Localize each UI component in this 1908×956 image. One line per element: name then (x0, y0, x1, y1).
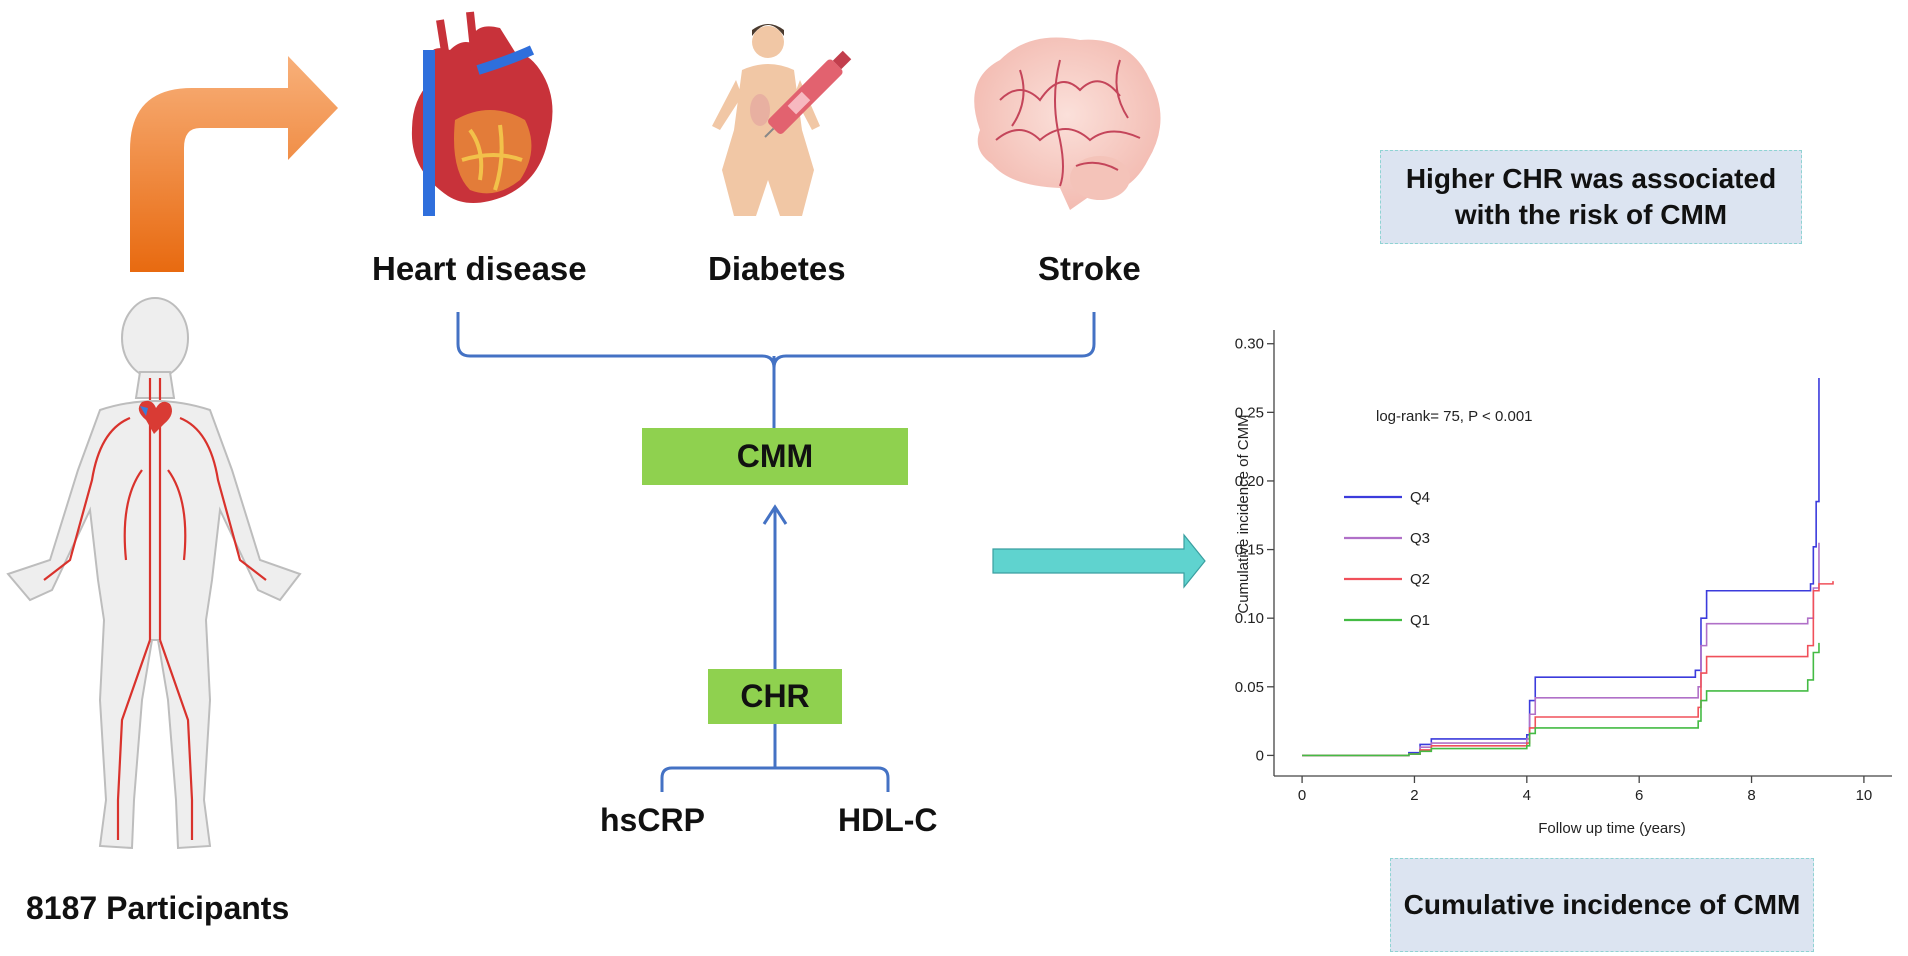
participants-label: 8187 Participants (26, 890, 290, 926)
series-line-q1 (1302, 642, 1820, 757)
legend-label-q1: Q1 (1410, 612, 1430, 629)
x-tick-label: 2 (1410, 787, 1418, 804)
diabetes-label: Diabetes (708, 250, 846, 287)
hdlc-label: HDL-C (838, 802, 938, 838)
cmm-box: CMM (642, 428, 908, 485)
chart-series (1302, 378, 1834, 757)
chr-box: CHR (708, 669, 842, 724)
x-tick-label: 0 (1298, 787, 1306, 804)
y-tick-label: 0.10 (1235, 610, 1264, 627)
y-tick-label: 0.20 (1235, 473, 1264, 490)
x-tick-label: 8 (1747, 787, 1755, 804)
disease-bracket (456, 312, 1096, 428)
y-tick-label: 0.25 (1235, 404, 1264, 421)
finding-line-2: with the risk of CMM (1454, 199, 1728, 230)
series-line-q3 (1302, 542, 1820, 757)
x-tick-label: 6 (1635, 787, 1643, 804)
teal-right-arrow-icon (992, 533, 1206, 589)
legend-label-q2: Q2 (1410, 571, 1430, 588)
y-tick-label: 0.05 (1235, 679, 1264, 696)
finding-line-1: Higher CHR was associated (1405, 163, 1777, 194)
insulin-pen-icon (764, 50, 852, 138)
legend-label-q4: Q4 (1410, 489, 1430, 506)
legend-label-q3: Q3 (1410, 530, 1430, 547)
biomarker-bracket (660, 724, 890, 792)
stroke-label: Stroke (1038, 250, 1141, 287)
chart-y-axis-label: Cumulative incidence of CMM (1235, 414, 1252, 613)
hscrp-label: hsCRP (600, 802, 705, 838)
human-circulatory-icon (6, 297, 302, 850)
x-tick-label: 4 (1523, 787, 1531, 804)
y-tick-label: 0.15 (1235, 542, 1264, 559)
y-tick-label: 0 (1256, 747, 1264, 764)
orange-bent-arrow-icon (130, 56, 338, 272)
chart-x-axis-label: Follow up time (years) (1538, 820, 1686, 837)
x-tick-label: 10 (1856, 787, 1873, 804)
y-tick-label: 0.30 (1235, 336, 1264, 353)
brain-icon (974, 37, 1161, 210)
logrank-annotation: log-rank= 75, P < 0.001 (1376, 408, 1533, 425)
chart-axes: 0 0.05 0.10 0.15 0.20 0.25 0.30 0 2 4 6 8 10 (1235, 330, 1892, 804)
chr-to-cmm-arrow (762, 504, 788, 669)
series-line-q4 (1302, 378, 1820, 757)
heart-icon (411, 11, 553, 216)
chart-caption: Cumulative incidence of CMM (1390, 858, 1814, 952)
heart-disease-label: Heart disease (372, 250, 587, 287)
series-line-q2 (1302, 581, 1834, 757)
finding-note: Higher CHR was associated with the risk … (1380, 150, 1802, 244)
